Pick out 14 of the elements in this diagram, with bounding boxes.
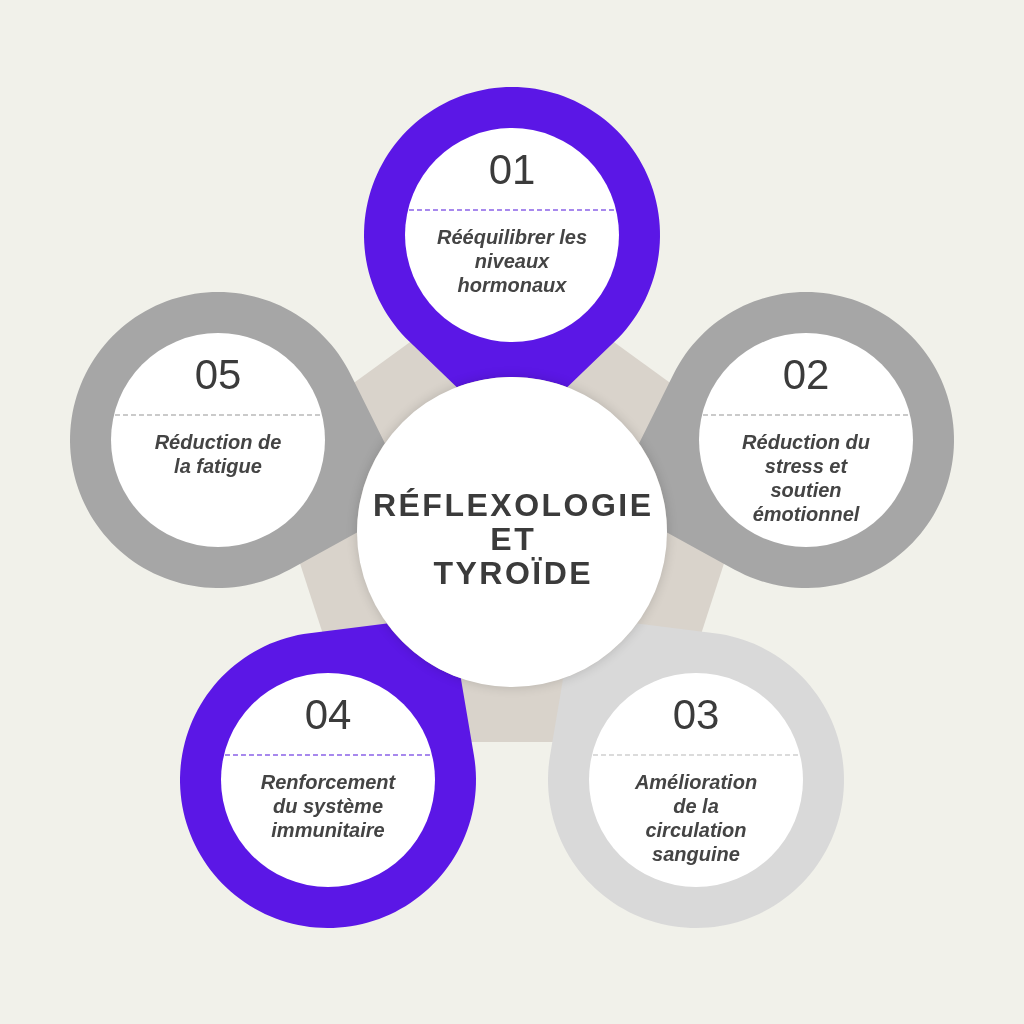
pin-shape [364, 87, 660, 388]
benefit-text: Renforcement du système immunitaire [259, 770, 397, 842]
step-number: 01 [487, 148, 537, 192]
benefit-text: Amélioration de la circulation sanguine [633, 770, 759, 866]
pin-shape [548, 623, 844, 928]
pin-shape [180, 623, 476, 928]
step-number: 02 [781, 353, 831, 397]
step-number: 04 [303, 693, 353, 737]
benefit-text: Réduction de la fatigue [153, 430, 283, 478]
center-title: RÉFLEXOLOGIE ET TYROÏDE [371, 488, 654, 590]
benefit-text: Rééquilibrer les niveaux hormonaux [435, 225, 589, 297]
step-number: 03 [671, 693, 721, 737]
step-number: 05 [193, 353, 243, 397]
benefit-text: Réduction du stress et soutien émotionnel [741, 430, 871, 526]
